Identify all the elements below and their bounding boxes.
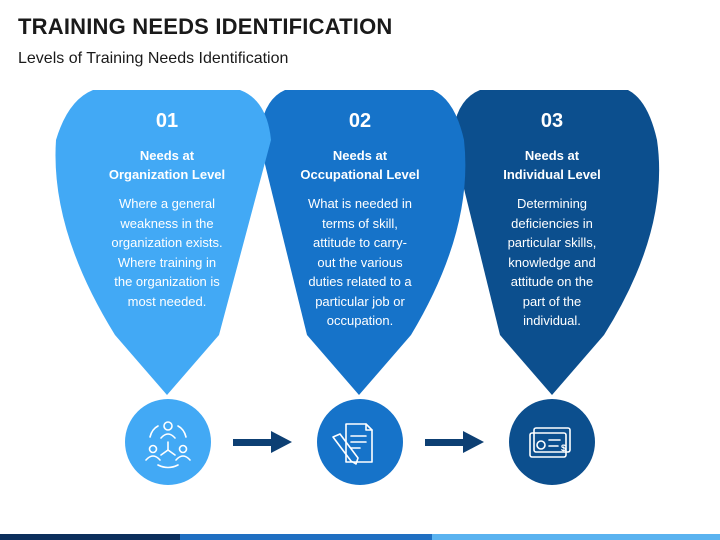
document-pen-icon [332,423,373,465]
level-1-balloon [55,90,272,395]
level-description: Where a general weakness in the organiza… [111,196,223,309]
level-heading: Needs at Organization Level [108,148,226,182]
level-3-balloon [452,90,660,395]
team-network-icon [145,421,191,469]
level-heading: Needs at Individual Level [503,148,601,182]
level-3-circle [509,399,595,485]
arrow-right-icon [233,431,292,453]
page-subtitle: Levels of Training Needs Identification [18,50,289,67]
svg-text:$: $ [561,443,566,453]
level-2-balloon [259,90,466,395]
arrow-right-icon [425,431,484,453]
page-title: TRAINING NEEDS IDENTIFICATION [18,14,393,39]
level-number: 03 [540,110,564,132]
level-description: What is needed in terms of skill, attitu… [307,196,413,328]
level-description: Determining deficiencies in particular s… [507,196,597,328]
level-heading: Needs at Occupational Level [300,148,420,182]
level-number: 01 [155,110,179,132]
footer-color-bar [0,534,720,540]
certificate-check-icon: $ [529,427,571,458]
level-number: 02 [348,110,372,132]
